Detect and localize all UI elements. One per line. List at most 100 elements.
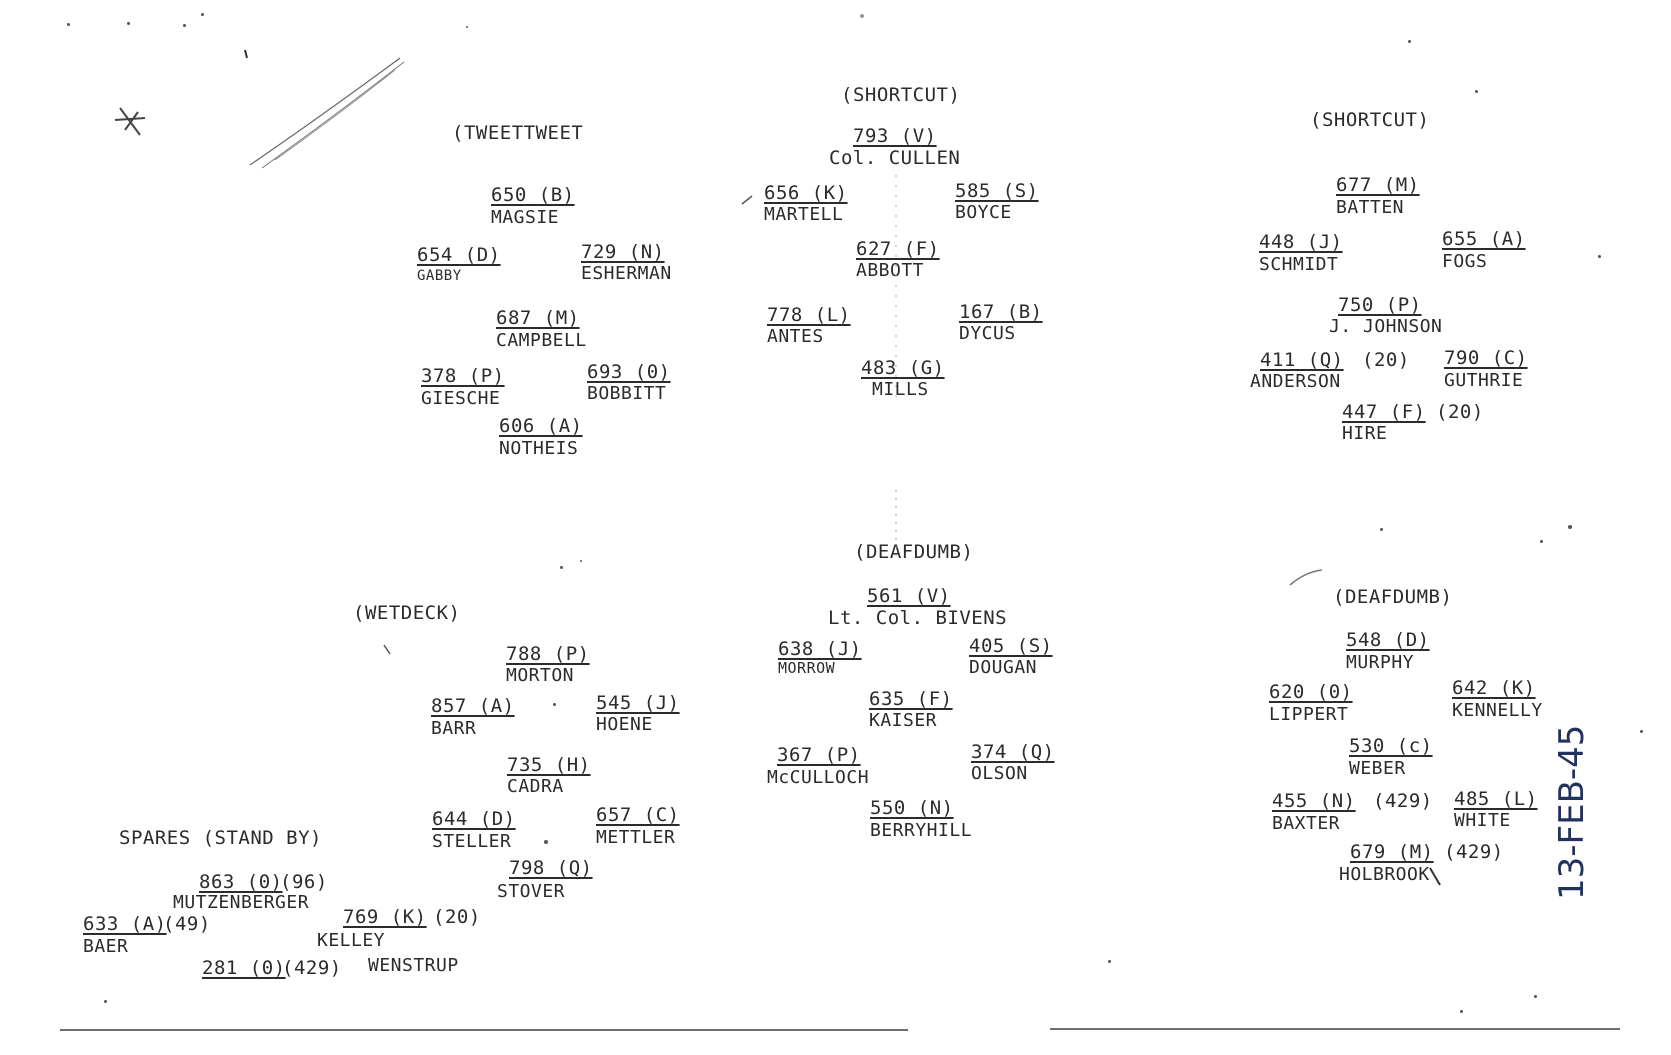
entry-number: 448 (J) (1259, 231, 1343, 253)
entry-number: 788 (P) (506, 643, 590, 665)
entry-suffix: (429) (1373, 790, 1433, 812)
entry-name: MARTELL (764, 204, 844, 225)
entry-number: 545 (J) (596, 692, 680, 714)
entry-name: STELLER (432, 831, 512, 852)
entry-name: NOTHEIS (499, 438, 579, 459)
leader-name: Lt. Col. BIVENS (828, 607, 1008, 629)
entry-number: 585 (S) (955, 180, 1039, 202)
entry-number: 606 (A) (499, 415, 583, 437)
entry-suffix: (96) (280, 871, 328, 893)
entry-suffix: (20) (1362, 349, 1410, 371)
group-header-shortcut: (SHORTCUT) (841, 84, 961, 106)
entry-number: 729 (N) (581, 241, 665, 263)
bottom-edge-left (60, 1029, 908, 1031)
entry-number: 769 (K) (343, 906, 427, 928)
entry-number: 455 (N) (1272, 790, 1356, 812)
entry-number: 655 (A) (1442, 228, 1526, 250)
speck (1568, 525, 1572, 529)
entry-name: HOLBROOK (1339, 864, 1430, 885)
entry-name: MILLS (872, 379, 929, 400)
entry-name: KAISER (869, 710, 938, 731)
speck (67, 23, 70, 26)
entry-number: 411 (Q) (1260, 349, 1344, 371)
speck (1540, 540, 1543, 543)
entry-suffix: (20) (433, 906, 481, 928)
entry-number: 644 (D) (432, 808, 516, 830)
entry-name: McCULLOCH (767, 767, 870, 788)
speck (1460, 1010, 1463, 1013)
entry-name: BAXTER (1272, 813, 1341, 834)
entry-name: OLSON (971, 763, 1028, 784)
speck (104, 1000, 107, 1003)
entry-number: 863 (0) (199, 871, 283, 893)
entry-name: WHITE (1454, 810, 1511, 831)
entry-number: 642 (K) (1452, 677, 1536, 699)
speck (553, 703, 556, 706)
entry-number: 656 (K) (764, 182, 848, 204)
entry-number: 367 (P) (777, 744, 861, 766)
entry-name: CADRA (507, 776, 564, 797)
entry-number: 374 (Q) (971, 741, 1055, 763)
entry-name: KELLEY (317, 930, 386, 951)
entry-name: MORROW (778, 659, 836, 677)
speck (1408, 40, 1411, 43)
group-header-spares: SPARES (STAND BY) (119, 827, 322, 849)
entry-name: MURPHY (1346, 652, 1415, 673)
entry-name: BOBBITT (587, 383, 667, 404)
entry-name: CAMPBELL (496, 330, 587, 351)
entry-number: 750 (P) (1338, 294, 1422, 316)
entry-name: LIPPERT (1269, 704, 1349, 725)
entry-number: 693 (0) (587, 361, 671, 383)
speck (183, 24, 186, 27)
speck (127, 22, 130, 25)
entry-number: 638 (J) (778, 638, 862, 660)
entry-name: BERRYHILL (870, 820, 973, 841)
entry-name: J. JOHNSON (1329, 316, 1443, 337)
entry-name: BATTEN (1336, 197, 1405, 218)
entry-number: 620 (0) (1269, 681, 1353, 703)
entry-name: KENNELLY (1452, 700, 1543, 721)
entry-suffix: (20) (1436, 401, 1484, 423)
speck (860, 14, 864, 18)
entry-name: BAER (83, 936, 129, 957)
entry-name: STOVER (497, 881, 566, 902)
entry-number: 485 (L) (1454, 788, 1538, 810)
entry-suffix: (429) (1444, 841, 1504, 863)
entry-name: ANDERSON (1250, 371, 1341, 392)
handwritten-date: 13-FEB-45 (1552, 724, 1592, 900)
entry-number: 635 (F) (869, 688, 953, 710)
entry-number: 548 (D) (1346, 629, 1430, 651)
entry-name: GABBY (417, 268, 462, 284)
entry-number: 483 (G) (861, 357, 945, 379)
entry-name: HIRE (1342, 423, 1388, 444)
entry-number: 735 (H) (507, 754, 591, 776)
entry-name: ABBOTT (856, 260, 925, 281)
entry-number: 167 (B) (959, 301, 1043, 323)
entry-number: 857 (A) (431, 695, 515, 717)
group-header-tweettweet: (TWEETTWEET (452, 122, 584, 144)
speck (466, 26, 468, 28)
group-header-shortcut: (SHORTCUT) (1310, 109, 1430, 131)
entry-name: DOUGAN (969, 657, 1038, 678)
entry-number: 657 (C) (596, 804, 680, 826)
leader-name: Col. CULLEN (829, 147, 961, 169)
entry-number: 447 (F) (1342, 401, 1426, 423)
speck (1640, 730, 1643, 733)
entry-name: SCHMIDT (1259, 254, 1339, 275)
entry-name: HOENE (596, 714, 653, 735)
entry-number: 790 (C) (1444, 347, 1528, 369)
leader-number: 561 (V) (867, 585, 951, 607)
entry-suffix: (429) (282, 957, 342, 979)
entry-number: 650 (B) (491, 184, 575, 206)
entry-number: 550 (N) (870, 797, 954, 819)
entry-name: BOYCE (955, 202, 1012, 223)
speck (1534, 995, 1537, 998)
speck (544, 840, 548, 844)
speck (580, 560, 582, 562)
entry-number: 405 (S) (969, 635, 1053, 657)
entry-name: WEBER (1349, 758, 1406, 779)
entry-name: GUTHRIE (1444, 370, 1524, 391)
entry-number: 679 (M) (1350, 841, 1434, 863)
group-header-deafdumb: (DEAFDUMB) (854, 541, 974, 563)
